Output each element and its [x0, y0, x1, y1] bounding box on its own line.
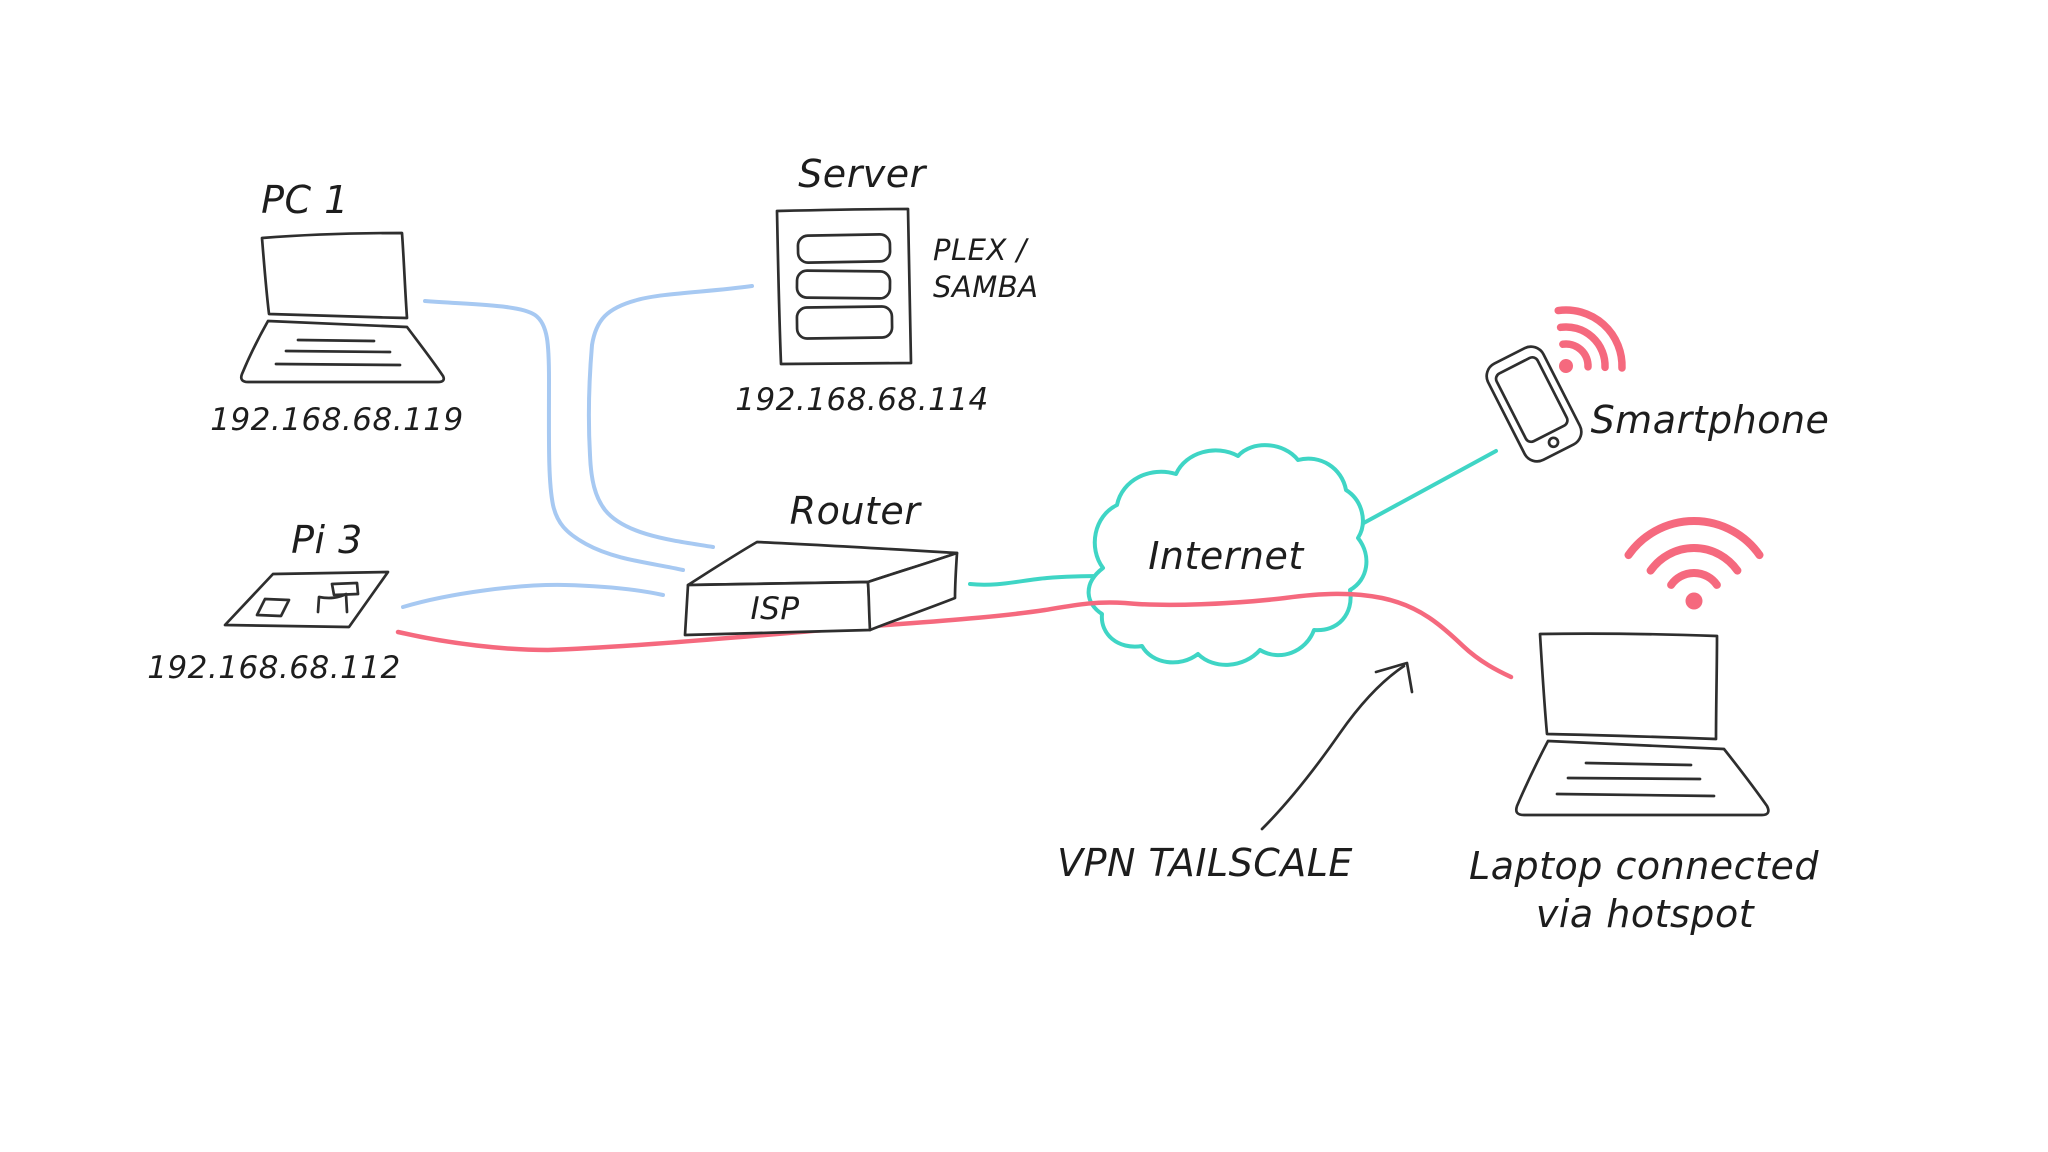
- pc1-label: PC 1: [261, 178, 349, 222]
- router-label: Router: [789, 489, 921, 533]
- router-isp-label: ISP: [750, 591, 800, 627]
- smartphone-icon: [1485, 345, 1583, 463]
- server-ip: 192.168.68.114: [735, 382, 989, 418]
- lan-line-server-router: [586, 284, 754, 549]
- pc1-laptop-icon: [239, 231, 446, 384]
- wifi-icon-laptop: [1624, 517, 1764, 610]
- hotspot-laptop-label-line1: Laptop connected: [1469, 844, 1819, 888]
- pi-board-icon: [223, 570, 390, 629]
- vpn-tailscale-label: VPN TAILSCALE: [1057, 841, 1353, 885]
- server-services: PLEX / SAMBA: [933, 232, 1039, 306]
- wan-line-router-internet: [968, 574, 1110, 587]
- server-service-samba: SAMBA: [933, 270, 1039, 304]
- pi3-ip: 192.168.68.112: [147, 650, 401, 686]
- lan-line-pc1-router: [423, 299, 685, 572]
- pi3-label: Pi 3: [291, 518, 363, 562]
- router-box-icon: [683, 540, 959, 637]
- hotspot-laptop-label-line2: via hotspot: [1535, 892, 1755, 936]
- pc1-ip: 192.168.68.119: [210, 402, 464, 438]
- wifi-icon-smartphone: [1554, 306, 1626, 373]
- internet-label: Internet: [1148, 534, 1304, 578]
- wan-line-internet-smartphone: [1347, 449, 1498, 533]
- server-icon: [775, 207, 913, 366]
- hotspot-laptop-icon: [1514, 632, 1770, 817]
- vpn-line-pi3-laptop: [395, 591, 1514, 680]
- server-service-plex: PLEX /: [933, 233, 1027, 267]
- vpn-arrow-icon: [1260, 661, 1414, 831]
- smartphone-label: Smartphone: [1590, 398, 1830, 442]
- server-label: Server: [798, 152, 926, 196]
- lan-line-pi3-router: [401, 582, 665, 609]
- internet-cloud-icon: [1086, 443, 1369, 667]
